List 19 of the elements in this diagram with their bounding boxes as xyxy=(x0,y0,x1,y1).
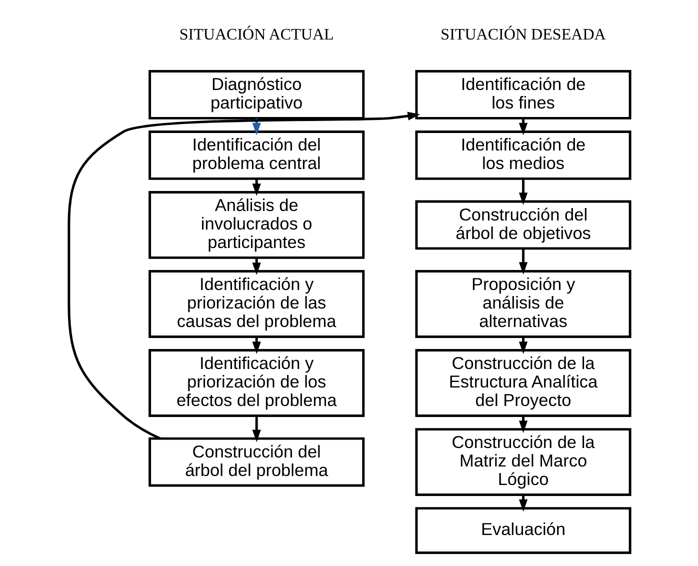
node-box: Construcción del árbol de objetivos xyxy=(414,200,631,250)
arrow xyxy=(518,178,528,205)
arrow xyxy=(518,248,528,274)
node-box: Identificación y priorización de los efectos del problema xyxy=(148,349,364,417)
node-box: Construcción de la Matriz del Marco Lógico xyxy=(414,428,631,496)
node-box: Identificación y priorización de las causas del problema xyxy=(148,270,364,338)
node-box: Análisis de involucrados o participantes xyxy=(148,191,364,259)
node-box: Construcción de la Estructura Analítica del Proyecto xyxy=(414,349,631,417)
node-box: Identificación de los fines xyxy=(414,70,631,120)
arrow xyxy=(67,112,420,440)
node-box: Evaluación xyxy=(414,507,631,554)
arrow xyxy=(252,416,260,442)
node-box: Construcción del árbol del problema xyxy=(148,437,364,487)
label: SITUACIÓN ACTUAL xyxy=(178,26,334,44)
node-box: Identificación de los medios xyxy=(414,130,631,180)
node-box: Identificación del problema central xyxy=(148,130,364,180)
node-box: Diagnóstico participativo xyxy=(148,70,364,120)
label: SITUACIÓN DESEADA xyxy=(440,26,606,44)
node-box: Proposición y análisis de alternativas xyxy=(414,270,631,338)
